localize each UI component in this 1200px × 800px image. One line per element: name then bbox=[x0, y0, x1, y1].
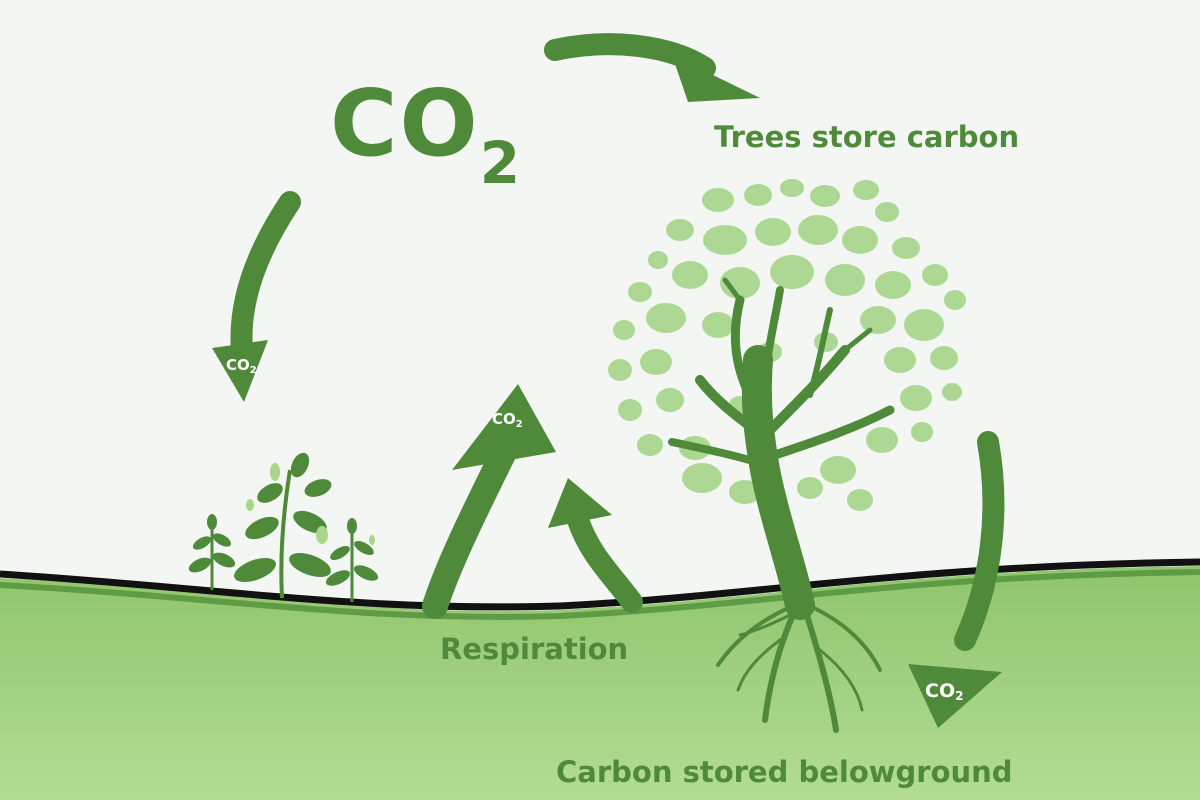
arrow-left-head bbox=[212, 340, 268, 402]
tree-canopy bbox=[608, 179, 966, 511]
co2-title-subscript: 2 bbox=[479, 129, 523, 197]
label-carbon-stored-belowground: Carbon stored belowground bbox=[556, 755, 1013, 789]
tree-roots bbox=[716, 597, 882, 733]
arrow-top-head bbox=[672, 55, 760, 102]
arrow-top-curve bbox=[544, 33, 716, 79]
ground-edge-highlight bbox=[0, 569, 1200, 620]
seedlings bbox=[188, 452, 379, 602]
seedling-large bbox=[234, 452, 332, 599]
tree-trunk bbox=[668, 277, 895, 620]
label-respiration: Respiration bbox=[440, 632, 629, 666]
arrow-left-curve bbox=[230, 191, 301, 361]
seedling-small-left bbox=[188, 514, 236, 590]
co2-title: CO2 bbox=[330, 70, 523, 197]
arrow-respiration-main-head bbox=[452, 384, 556, 470]
arrow-tag-co2-left: CO2 bbox=[226, 356, 257, 376]
arrow-belowground-curve bbox=[954, 431, 1005, 651]
arrow-tag-co2-belowground: CO2 bbox=[925, 680, 964, 703]
ground-line bbox=[0, 558, 1200, 611]
label-trees-store-carbon: Trees store carbon bbox=[714, 120, 1020, 154]
arrow-respiration-small-curve bbox=[567, 509, 643, 613]
arrow-respiration-main-curve bbox=[422, 437, 518, 619]
seedling-small-right bbox=[325, 518, 379, 602]
ground bbox=[0, 566, 1200, 800]
arrow-tag-co2-respiration: CO2 bbox=[492, 410, 523, 430]
arrow-belowground-head bbox=[908, 664, 1002, 728]
arrow-respiration-small-head bbox=[548, 478, 612, 528]
